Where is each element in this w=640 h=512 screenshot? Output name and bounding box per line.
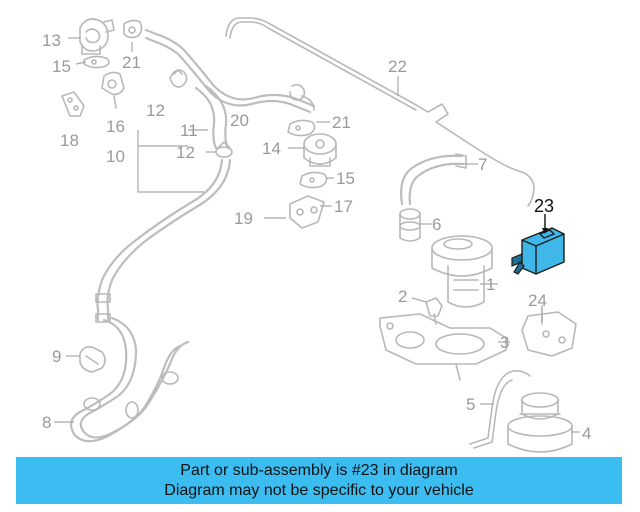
callout-8: 8 <box>42 413 51 432</box>
callout-9: 9 <box>52 347 61 366</box>
part-15-gasket-mid <box>299 171 328 189</box>
callout-3: 3 <box>500 333 509 352</box>
callout-19: 19 <box>234 209 253 228</box>
part-7-hose <box>400 153 467 206</box>
callout-6: 6 <box>432 215 441 234</box>
callout-18: 18 <box>60 131 79 150</box>
notice-line-disclaimer: Diagram may not be specific to your vehi… <box>164 481 474 499</box>
callout-20: 20 <box>230 111 249 130</box>
part-16-flange <box>101 71 125 109</box>
callout-22: 22 <box>388 57 407 76</box>
callout-16: 16 <box>106 117 125 136</box>
callout-7: 7 <box>478 155 487 174</box>
notice-line-part-number: Part or sub-assembly is #23 in diagram <box>180 461 458 479</box>
callout-21-mid: 21 <box>332 113 351 132</box>
part-11-hose <box>194 84 230 150</box>
part-20-pipe <box>144 28 316 114</box>
part-17-bracket <box>289 195 325 229</box>
part-13-valve <box>79 18 115 55</box>
callout-1: 1 <box>486 275 495 294</box>
part-1-air-pump <box>431 235 493 308</box>
notice-banner: Part or sub-assembly is #23 in diagram D… <box>16 457 622 504</box>
part-23-arrow <box>542 228 548 234</box>
callout-24: 24 <box>528 291 547 310</box>
part-18-bracket <box>61 91 85 117</box>
part-2-sensor <box>425 297 443 325</box>
callout-23-highlighted: 23 <box>534 196 554 216</box>
callout-15-mid: 15 <box>336 169 355 188</box>
callout-17: 17 <box>334 197 353 216</box>
part-24-bracket <box>521 305 577 357</box>
part-21-gasket-top <box>123 19 143 39</box>
callout-21-upper: 21 <box>122 53 141 72</box>
part-21-gasket-mid <box>287 119 316 137</box>
callout-12-lower: 12 <box>176 143 195 162</box>
part-10-hose-long <box>95 158 232 323</box>
part-12-clamp-lower <box>215 141 233 158</box>
part-22-long-pipe <box>225 17 535 207</box>
callout-5: 5 <box>466 395 475 414</box>
part-9-clip <box>79 346 106 373</box>
part-8-hose <box>69 316 190 443</box>
part-12-clamp-upper <box>169 69 188 88</box>
callout-15-upper: 15 <box>52 57 71 76</box>
part-4-canister <box>507 392 573 453</box>
callout-14: 14 <box>262 139 281 158</box>
part-15-gasket-top <box>83 55 110 69</box>
part-6-clamp <box>399 208 421 242</box>
callout-4: 4 <box>582 424 591 443</box>
callout-12-upper: 12 <box>146 101 165 120</box>
callout-13: 13 <box>42 31 61 50</box>
part-23-vacuum-valve-highlighted[interactable] <box>511 227 565 275</box>
part-14-valve-mid <box>303 133 337 167</box>
part-5-hose <box>469 369 531 449</box>
callout-10: 10 <box>106 147 125 166</box>
callout-2: 2 <box>398 287 407 306</box>
part-3-bracket <box>379 313 507 381</box>
callout-11: 11 <box>180 121 198 140</box>
